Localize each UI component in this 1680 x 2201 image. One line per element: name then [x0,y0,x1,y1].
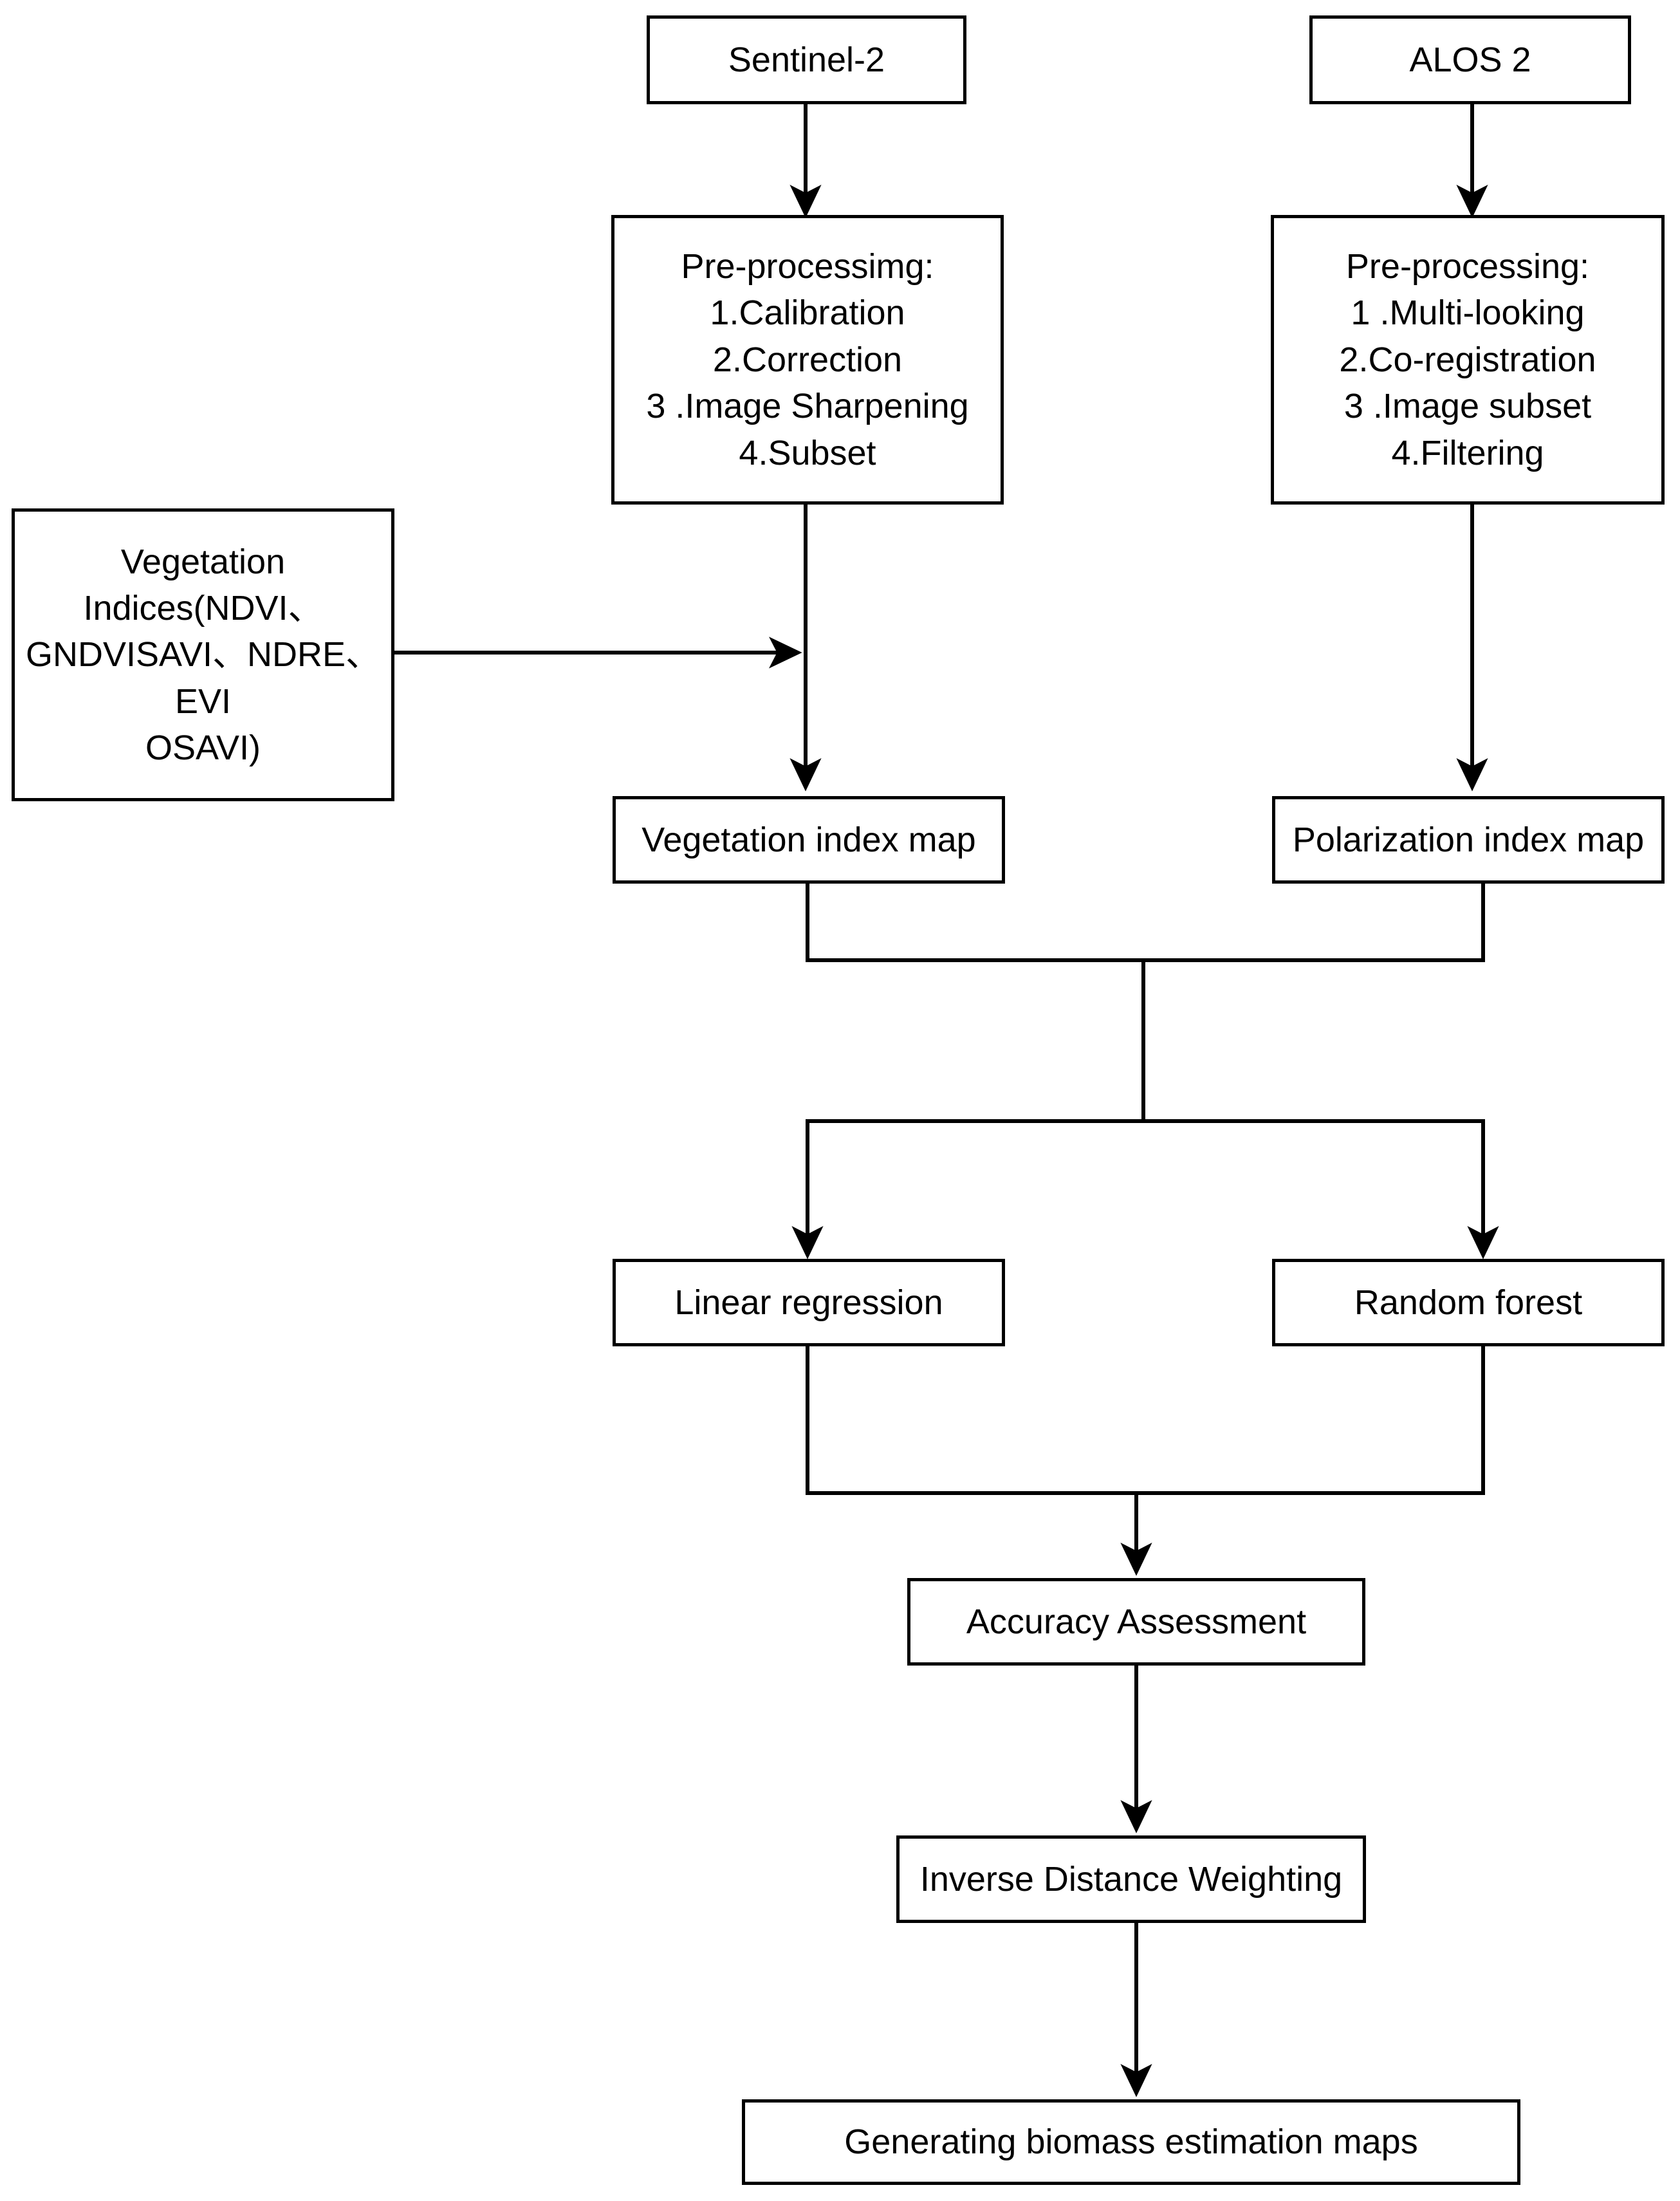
node-linear-regression[interactable]: Linear regression [613,1259,1005,1346]
node-polarization-index-map-label: Polarization index map [1292,820,1645,859]
node-random-forest[interactable]: Random forest [1272,1259,1665,1346]
node-optical-preprocessing[interactable]: Pre-processimg: 1.Calibration 2.Correcti… [611,215,1004,505]
node-linear-regression-label: Linear regression [674,1283,943,1322]
node-biomass-maps-label: Generating biomass estimation maps [844,2122,1418,2162]
node-vegetation-index-map-label: Vegetation index map [642,820,976,859]
node-accuracy-assessment[interactable]: Accuracy Assessment [907,1578,1365,1666]
node-accuracy-assessment-label: Accuracy Assessment [966,1602,1307,1641]
node-biomass-maps[interactable]: Generating biomass estimation maps [742,2099,1520,2185]
node-vegetation-indices[interactable]: Vegetation Indices(NDVI、 GNDVISAVI、NDRE、… [12,508,394,801]
node-vegetation-indices-label: Vegetation Indices(NDVI、 GNDVISAVI、NDRE、… [25,542,381,768]
node-sar-preprocessing-label: Pre-processing: 1 .Multi-looking 2.Co-re… [1339,247,1596,472]
node-sentinel2[interactable]: Sentinel-2 [647,15,966,104]
node-alos2-label: ALOS 2 [1409,40,1531,79]
node-vegetation-index-map[interactable]: Vegetation index map [613,796,1005,884]
node-optical-preprocessing-label: Pre-processimg: 1.Calibration 2.Correcti… [646,247,969,472]
node-sentinel2-label: Sentinel-2 [728,40,885,79]
node-inverse-distance-weighting-label: Inverse Distance Weighting [919,1859,1343,1899]
node-random-forest-label: Random forest [1354,1283,1583,1322]
node-alos2[interactable]: ALOS 2 [1309,15,1631,104]
node-sar-preprocessing[interactable]: Pre-processing: 1 .Multi-looking 2.Co-re… [1271,215,1665,505]
node-inverse-distance-weighting[interactable]: Inverse Distance Weighting [896,1835,1366,1923]
node-polarization-index-map[interactable]: Polarization index map [1272,796,1665,884]
